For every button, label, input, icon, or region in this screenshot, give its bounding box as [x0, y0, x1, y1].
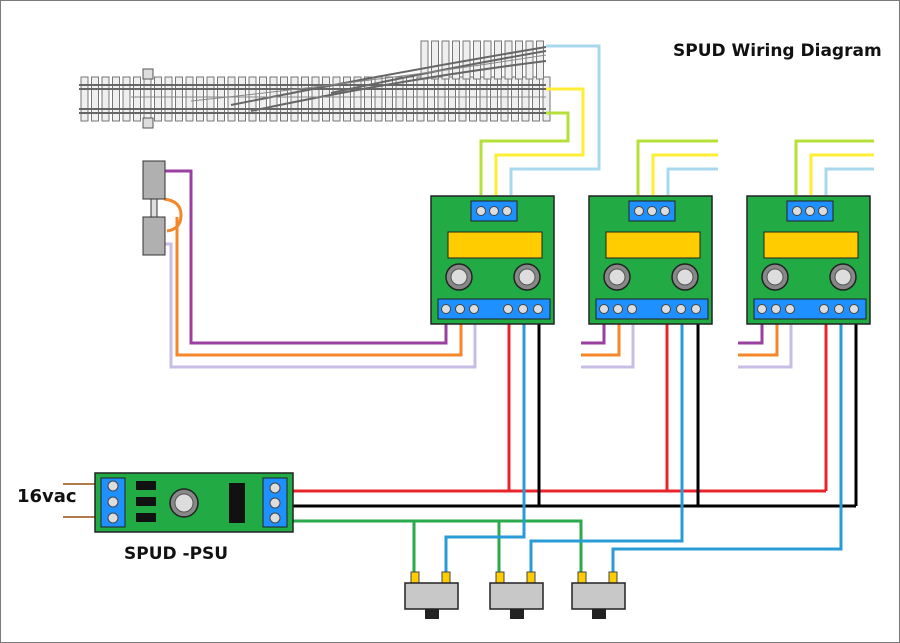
push-switch-2: [489, 571, 544, 619]
spud-psu-board: [94, 472, 294, 533]
psu-label: SPUD -PSU: [124, 544, 229, 564]
power-bus: [289, 324, 858, 508]
switch-wires: [289, 324, 843, 579]
wire-green-common: [289, 519, 583, 579]
push-switches: [404, 571, 626, 619]
turnout-wires: [479, 44, 874, 195]
wire-lime-rail: [479, 111, 570, 195]
wire-lavender: [164, 242, 477, 369]
spud-board-3: [746, 195, 871, 325]
vac-input-wires: [63, 483, 97, 518]
wire-blue-3: [611, 324, 843, 579]
diagram-title: SPUD Wiring Diagram: [673, 41, 882, 61]
track-sleepers: [80, 40, 551, 122]
toggle-switch: [142, 160, 477, 369]
spud-board-1: [430, 195, 555, 325]
spud-boards: [430, 195, 871, 325]
wire-blue-1: [444, 324, 526, 579]
turnout-track: [79, 40, 551, 129]
spud-board-2: [588, 195, 713, 325]
push-switch-1: [404, 571, 459, 619]
input-voltage-label: 16vac: [17, 486, 77, 507]
push-switch-3: [571, 571, 626, 619]
wire-blue-2: [529, 324, 684, 579]
wire-lightblue-frog: [509, 44, 601, 195]
wire-purple: [164, 169, 448, 345]
wire-yellow-rail: [494, 87, 585, 195]
wire-orange: [163, 197, 463, 357]
